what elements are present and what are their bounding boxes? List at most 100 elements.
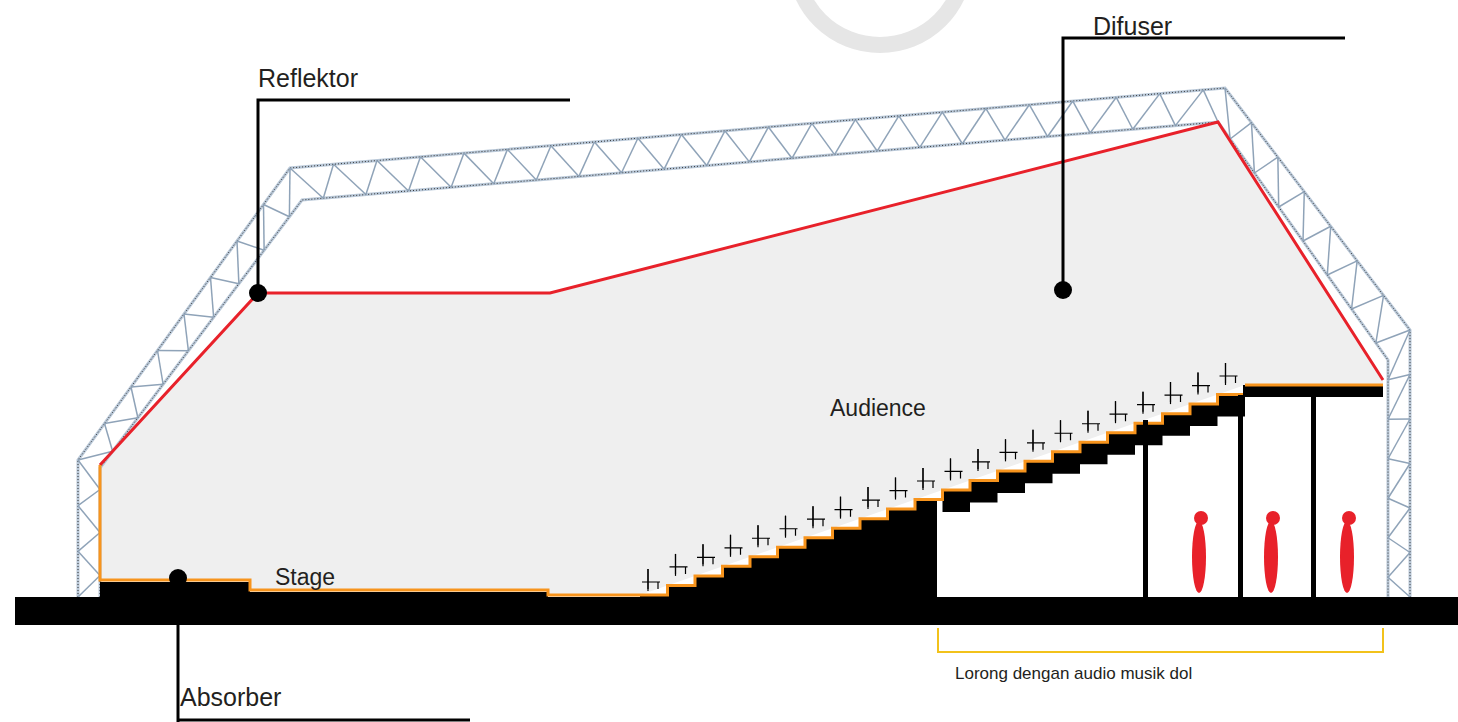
truss-web <box>78 460 100 490</box>
truss-web <box>211 278 239 284</box>
chair <box>1165 382 1183 402</box>
part-label: Difuser <box>1093 14 1172 39</box>
truss-web <box>1225 88 1230 139</box>
truss-web <box>237 241 239 284</box>
leader-line <box>177 578 180 722</box>
truss-web <box>78 576 100 598</box>
zone-label: Stage <box>275 566 335 589</box>
truss-web <box>451 153 464 187</box>
chair <box>752 525 770 545</box>
truss-web <box>707 131 725 166</box>
truss-web <box>1116 97 1133 129</box>
truss-web <box>1352 261 1358 309</box>
truss-web <box>464 153 494 184</box>
chair <box>890 478 908 498</box>
truss-chord <box>78 88 1410 597</box>
truss-web <box>1277 157 1279 207</box>
truss-web <box>1352 295 1384 309</box>
truss-web <box>377 161 409 191</box>
truss-web <box>1005 105 1029 140</box>
truss-web <box>962 108 985 143</box>
chair <box>642 569 660 589</box>
chair <box>1192 373 1210 393</box>
truss-web <box>749 127 768 162</box>
truss-web <box>1388 538 1410 553</box>
part-label: Reflektor <box>258 66 358 91</box>
truss-web <box>78 506 100 533</box>
truss-web <box>1303 192 1304 241</box>
chair <box>917 468 935 488</box>
leader-dot <box>249 284 267 302</box>
truss-web <box>105 418 138 424</box>
truss-web <box>184 314 188 351</box>
truss-web <box>78 551 100 575</box>
chair <box>725 535 743 555</box>
truss-web <box>792 123 812 158</box>
truss-web <box>594 142 621 173</box>
truss-web <box>158 351 164 385</box>
roof-truss <box>78 88 1410 597</box>
truss-web <box>323 164 333 198</box>
part-label: Absorber <box>180 685 281 710</box>
truss-web <box>409 157 421 191</box>
truss-web <box>78 490 100 506</box>
leader-line <box>1063 38 1345 290</box>
truss-web <box>1388 375 1410 420</box>
truss-web <box>237 241 264 250</box>
chair <box>945 458 963 478</box>
truss-web <box>264 205 290 217</box>
truss-web <box>768 127 792 158</box>
truss-web <box>536 146 551 180</box>
chair <box>1055 420 1073 440</box>
zone-label: Audience <box>830 397 926 420</box>
truss-web <box>1073 101 1090 133</box>
watermark-ring <box>795 0 965 45</box>
truss-web <box>289 168 291 217</box>
truss-web <box>1303 226 1331 241</box>
truss-web <box>855 120 877 151</box>
truss-web <box>1388 459 1410 464</box>
truss-web <box>263 205 265 251</box>
leader-dot <box>1054 281 1072 299</box>
truss-web <box>131 384 163 387</box>
absorber-surface <box>640 385 1245 595</box>
corridor-wall <box>1311 395 1316 597</box>
truss-web <box>579 142 594 176</box>
hall-interior <box>100 122 1383 595</box>
truss-web <box>1388 330 1410 380</box>
truss-web <box>622 138 638 173</box>
truss-web <box>551 146 579 177</box>
truss-chord <box>78 88 1410 597</box>
chair <box>1137 392 1155 412</box>
truss-web <box>1388 508 1410 538</box>
truss-web <box>681 135 706 166</box>
truss-web <box>1388 419 1410 459</box>
leader-line <box>178 719 470 722</box>
chair <box>1110 401 1128 421</box>
truss-web <box>211 278 214 318</box>
truss-web <box>835 120 856 155</box>
truss-web <box>507 149 536 180</box>
truss-web <box>1388 418 1410 420</box>
truss-web <box>1133 94 1160 130</box>
truss-web <box>638 138 664 169</box>
truss-web <box>1327 226 1330 275</box>
truss-web <box>899 116 920 147</box>
truss-web <box>942 112 962 144</box>
leader-dot <box>169 569 187 587</box>
chair <box>1027 430 1045 450</box>
corridor-wall <box>1238 395 1243 597</box>
chair <box>1220 363 1238 383</box>
chair <box>835 497 853 517</box>
reflector-surface <box>100 122 1383 465</box>
truss-web <box>1388 498 1410 508</box>
chair <box>972 449 990 469</box>
truss-web <box>184 314 214 317</box>
chair <box>862 487 880 507</box>
truss-chord <box>100 122 1388 597</box>
truss-web <box>1090 97 1116 133</box>
truss-web <box>1029 105 1047 137</box>
truss-web <box>1388 375 1410 380</box>
truss-web <box>1254 157 1277 173</box>
